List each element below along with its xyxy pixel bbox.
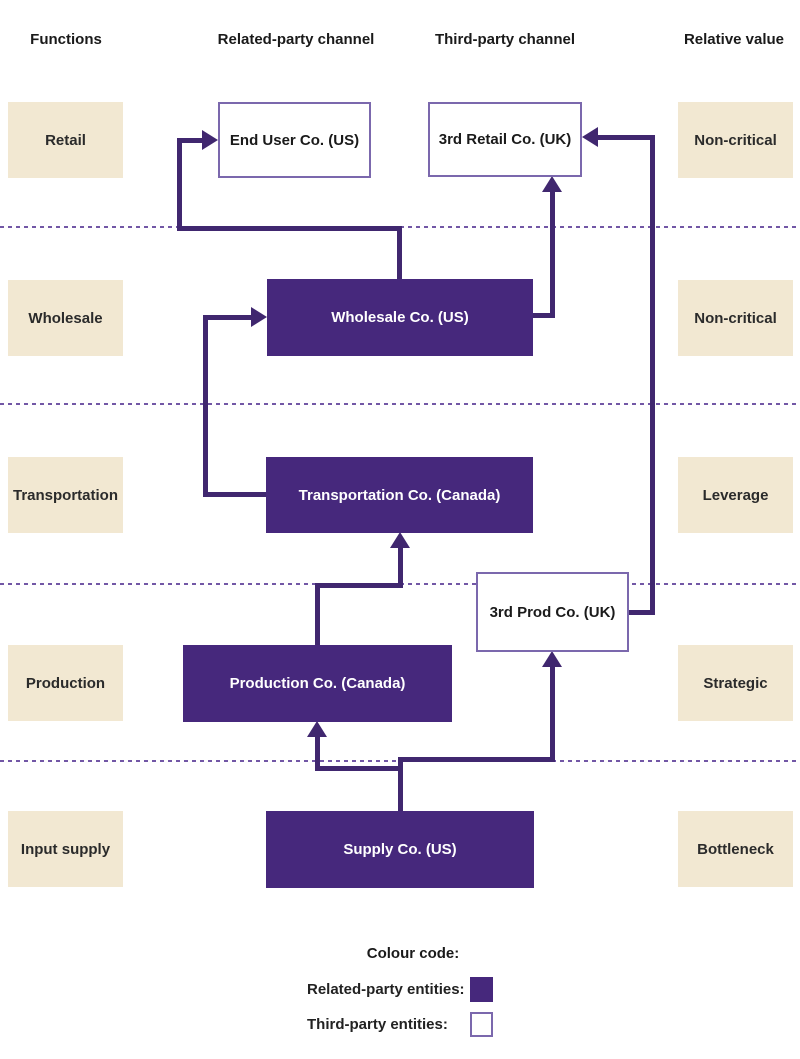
legend-related-swatch <box>470 977 493 1002</box>
legend-related-label: Related-party entities: <box>307 981 465 998</box>
arrow-segment <box>650 135 655 615</box>
arrow-segment <box>315 736 320 771</box>
function-transportation: Transportation <box>8 457 123 533</box>
function-production: Production <box>8 645 123 721</box>
row-divider-2 <box>0 403 800 405</box>
function-retail: Retail <box>8 102 123 178</box>
arrow-segment <box>203 315 251 320</box>
arrow-segment <box>533 313 555 318</box>
entity-transportation-co: Transportation Co. (Canada) <box>266 457 533 533</box>
value-strategic: Strategic <box>678 645 793 721</box>
header-related-channel: Related-party channel <box>217 31 375 48</box>
arrowhead-left-icon <box>582 127 598 147</box>
arrow-segment <box>596 135 655 140</box>
arrow-segment <box>203 315 208 497</box>
arrowhead-up-icon <box>542 176 562 192</box>
entity-supply-co: Supply Co. (US) <box>266 811 534 888</box>
entity-3rd-retail-co: 3rd Retail Co. (UK) <box>428 102 582 177</box>
arrowhead-right-icon <box>251 307 267 327</box>
function-wholesale: Wholesale <box>8 280 123 356</box>
value-leverage: Leverage <box>678 457 793 533</box>
arrowhead-right-icon <box>202 130 218 150</box>
arrow-segment <box>315 766 403 771</box>
function-input-supply: Input supply <box>8 811 123 887</box>
arrow-segment <box>398 547 403 588</box>
arrow-segment <box>550 666 555 762</box>
arrow-segment <box>203 492 266 497</box>
entity-wholesale-co: Wholesale Co. (US) <box>267 279 533 356</box>
header-functions: Functions <box>30 31 102 48</box>
arrowhead-up-icon <box>390 532 410 548</box>
value-non-critical-1: Non-critical <box>678 102 793 178</box>
value-non-critical-2: Non-critical <box>678 280 793 356</box>
legend-third-swatch <box>470 1012 493 1037</box>
arrow-segment <box>177 138 204 143</box>
arrowhead-up-icon <box>307 721 327 737</box>
arrowhead-up-icon <box>542 651 562 667</box>
arrow-segment <box>398 757 555 762</box>
arrow-segment <box>315 583 403 588</box>
arrow-segment <box>550 191 555 318</box>
header-relative-value: Relative value <box>683 31 785 48</box>
arrow-segment <box>177 138 182 231</box>
arrow-segment <box>177 226 402 231</box>
entity-3rd-prod-co: 3rd Prod Co. (UK) <box>476 572 629 652</box>
legend-title: Colour code: <box>366 945 460 962</box>
value-bottleneck: Bottleneck <box>678 811 793 887</box>
header-third-channel: Third-party channel <box>434 31 576 48</box>
arrow-segment <box>629 610 655 615</box>
arrow-segment <box>315 583 320 645</box>
arrow-segment <box>397 226 402 281</box>
entity-production-co: Production Co. (Canada) <box>183 645 452 722</box>
arrow-segment <box>398 757 403 811</box>
legend-third-label: Third-party entities: <box>307 1016 448 1033</box>
entity-end-user-co: End User Co. (US) <box>218 102 371 178</box>
